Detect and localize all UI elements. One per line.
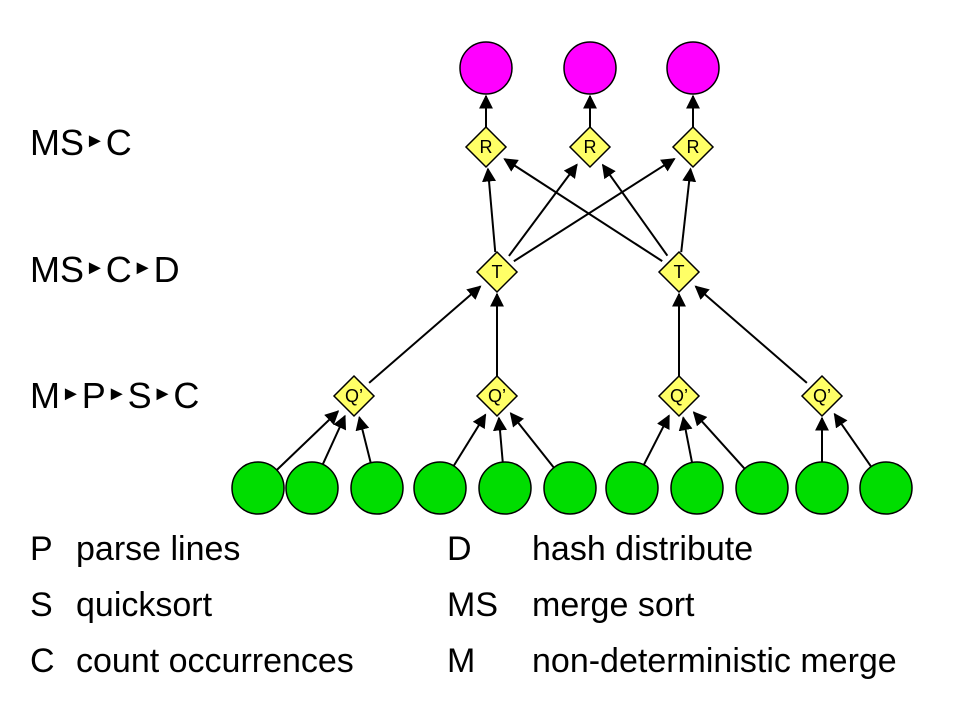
output-node-0 [459,41,513,95]
input-node-1 [285,461,339,515]
edge-input-6 [642,414,670,466]
vertex-q-1: Q’ [475,374,519,418]
edge-input-8 [692,411,746,470]
input-node-2 [350,461,404,515]
vertex-t-1: T [657,250,701,294]
edge-input-0 [276,410,340,471]
vertex-r-1-label: R [584,137,597,157]
edge-t-0-r-1 [508,163,578,257]
edge-t-1-r-0 [503,158,663,262]
vertex-t-0: T [475,250,519,294]
edge-t-1-r-1 [601,163,669,257]
stage-label-ms-c-d: MS►C►D [30,249,180,290]
edge-q-0-t-0 [368,285,482,384]
vertex-r-2: R [671,125,715,169]
edge-t-1-r-2 [680,167,697,253]
vertex-q-3: Q’ [800,374,844,418]
vertex-r-1: R [568,125,612,169]
vertex-r-2-label: R [687,137,700,157]
output-node-2 [666,41,720,95]
input-node-6 [605,461,659,515]
vertex-r-0: R [464,125,508,169]
vertex-q-0-label: Q’ [345,386,363,406]
input-node-10 [859,461,913,515]
vertex-t-1-label: T [674,262,685,282]
input-node-8 [735,461,789,515]
nodes: R R R T T Q’ Q’ Q’ Q’ [231,41,913,515]
output-node-1 [563,41,617,95]
input-node-9 [795,461,849,515]
vertex-q-0: Q’ [332,374,376,418]
vertex-q-2: Q’ [657,374,701,418]
edge-input-7 [678,416,693,463]
edge-input-1 [321,414,346,465]
edge-q-3-t-1 [694,285,808,384]
edge-input-5 [509,412,555,469]
edges [276,94,872,471]
edge-t-0-r-0 [482,167,497,253]
input-node-5 [543,461,597,515]
stage-label-m-p-s-c: M►P►S►C [30,375,200,416]
vertex-q-1-label: Q’ [488,386,506,406]
vertex-r-0-label: R [480,137,493,157]
input-node-7 [670,461,724,515]
input-node-0 [231,461,285,515]
vertex-q-2-label: Q’ [670,386,688,406]
vertex-t-0-label: T [492,262,503,282]
input-node-4 [478,461,532,515]
edge-input-3 [452,413,487,467]
vertex-q-3-label: Q’ [813,386,831,406]
stage-label-ms-c: MS►C [30,122,132,163]
input-node-3 [413,461,467,515]
edge-input-4 [493,416,507,463]
edge-input-2 [355,415,372,464]
edge-t-0-r-2 [513,157,676,263]
edge-input-10 [833,412,872,468]
